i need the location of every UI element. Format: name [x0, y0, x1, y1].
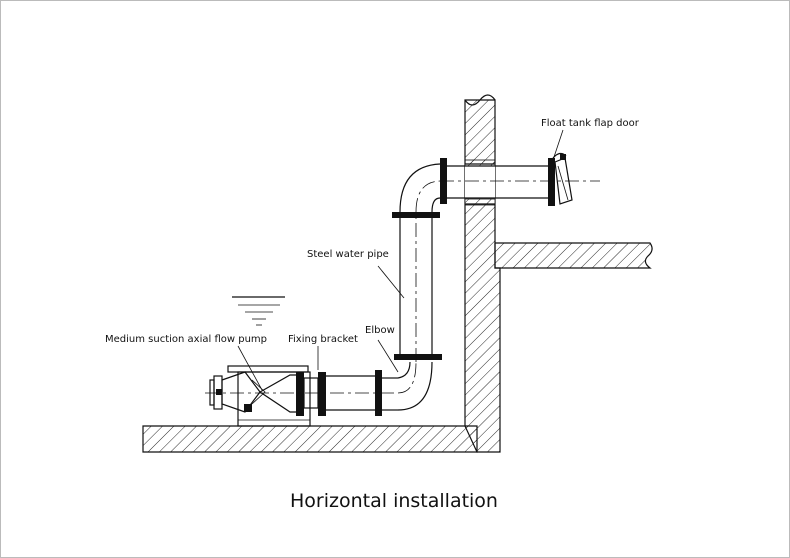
lower-elbow	[394, 354, 442, 411]
upper-elbow	[399, 158, 447, 213]
wall	[464, 94, 501, 453]
centerlines	[205, 180, 600, 394]
label-steel-pipe: Steel water pipe	[307, 249, 389, 260]
upper-ledge	[494, 242, 653, 269]
diagram-caption: Horizontal installation	[290, 490, 498, 512]
label-bracket: Fixing bracket	[288, 334, 358, 345]
wall-opening	[464, 159, 496, 206]
axial-flow-pump	[209, 365, 326, 427]
label-float-door: Float tank flap door	[541, 118, 640, 129]
label-elbow: Elbow	[365, 325, 395, 336]
upper-pipe	[447, 158, 555, 206]
water-level-symbol	[232, 296, 285, 326]
leader-lines	[237, 129, 564, 391]
floor-slab	[142, 425, 478, 453]
float-flap-door	[552, 152, 573, 205]
lower-pipe	[326, 370, 398, 416]
vertical-pipe	[392, 212, 440, 354]
label-pump: Medium suction axial flow pump	[105, 334, 267, 345]
